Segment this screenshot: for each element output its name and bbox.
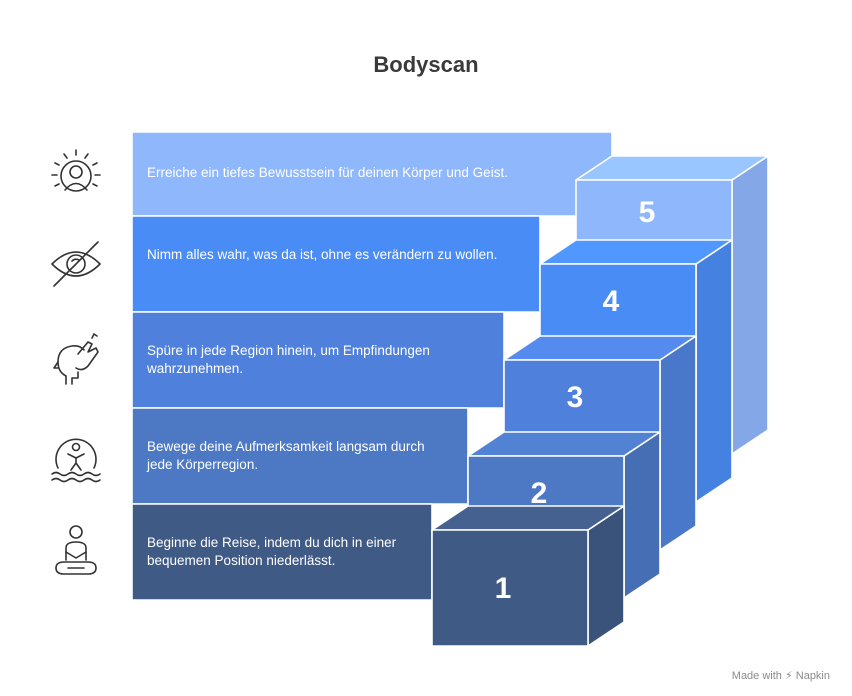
step-2-side bbox=[623, 431, 661, 599]
footer-credit: Made with ⚡ Napkin bbox=[731, 670, 830, 682]
step-4-text: Nimm alles wahr, was da ist, ohne es ver… bbox=[147, 247, 498, 262]
band-4 bbox=[131, 215, 541, 313]
step-2-text: Bewege deine Aufmerksamkeit langsam durc… bbox=[147, 439, 425, 472]
step-1-number: 1 bbox=[495, 572, 512, 605]
person-in-circle-icon bbox=[51, 438, 101, 483]
step-4-side bbox=[695, 239, 733, 503]
step-5-number: 5 bbox=[639, 196, 656, 229]
meditation-person-icon bbox=[55, 525, 97, 575]
step-1-front bbox=[431, 529, 589, 647]
step-2-number: 2 bbox=[531, 477, 548, 510]
step-5-text: Erreiche ein tiefes Bewusstsein für dein… bbox=[147, 165, 508, 180]
step-3-number: 3 bbox=[567, 381, 584, 414]
page-title: Bodyscan bbox=[373, 52, 479, 77]
step-4-number: 4 bbox=[603, 285, 620, 318]
step-5-side bbox=[731, 155, 769, 455]
eye-slash-icon bbox=[50, 241, 102, 287]
step-3-side bbox=[659, 335, 697, 551]
step-1-text: Beginne die Reise, indem du dich in eine… bbox=[147, 535, 397, 568]
enlightened-person-icon bbox=[51, 149, 101, 192]
step-3-text: Spüre in jede Region hinein, um Empfindu… bbox=[147, 343, 430, 376]
head-touch-icon bbox=[53, 333, 99, 385]
